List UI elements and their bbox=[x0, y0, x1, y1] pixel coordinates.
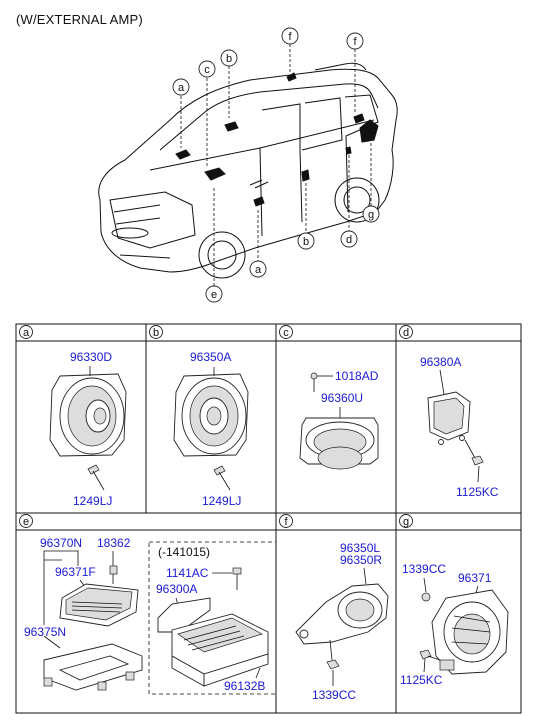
part-1249LJ-b: 1249LJ bbox=[202, 494, 241, 508]
panel-d-nut bbox=[464, 439, 484, 483]
diagram-title: (W/EXTERNAL AMP) bbox=[16, 12, 143, 27]
panel-c-speaker bbox=[299, 407, 379, 470]
callout-a-top: a bbox=[172, 78, 190, 96]
part-96350A: 96350A bbox=[190, 350, 231, 364]
callout-b-bottom: b bbox=[297, 232, 315, 250]
panel-a-screw bbox=[87, 464, 105, 491]
svg-text:b: b bbox=[153, 327, 159, 339]
svg-text:g: g bbox=[403, 516, 409, 528]
panel-e-leaders bbox=[43, 550, 114, 649]
vehicle-overview: a c b f f g d b a e bbox=[98, 27, 398, 303]
part-1125KC-g: 1125KC bbox=[400, 673, 443, 687]
svg-text:f: f bbox=[353, 36, 357, 48]
svg-text:e: e bbox=[23, 516, 29, 528]
panel-d-bracket bbox=[427, 369, 471, 445]
callout-g: g bbox=[362, 205, 380, 223]
part-96375N: 96375N bbox=[24, 625, 66, 639]
panel-c-screw bbox=[310, 372, 333, 392]
panel-e-amp bbox=[59, 583, 139, 627]
part-1339CC-f: 1339CC bbox=[312, 688, 356, 702]
part-96350R: 96350R bbox=[340, 553, 382, 567]
panel-a-header: a bbox=[19, 325, 33, 339]
svg-text:e: e bbox=[211, 289, 217, 301]
panel-e-amplifier-unit bbox=[157, 597, 269, 687]
svg-text:f: f bbox=[288, 31, 292, 43]
panel-f-speaker bbox=[295, 567, 389, 661]
panel-b-header: b bbox=[149, 325, 163, 339]
part-18362: 18362 bbox=[97, 536, 131, 550]
panel-b-speaker bbox=[173, 367, 249, 457]
panel-g-bolt bbox=[419, 649, 441, 673]
panel-g-woofer bbox=[431, 585, 509, 675]
part-96132B: 96132B bbox=[224, 679, 265, 693]
callout-a-bottom: a bbox=[249, 260, 267, 278]
panel-g-header: g bbox=[399, 514, 413, 528]
callout-c-top: c bbox=[198, 60, 216, 78]
callout-e: e bbox=[205, 285, 223, 303]
part-96360U: 96360U bbox=[321, 391, 363, 405]
panel-e-bracket bbox=[43, 643, 143, 691]
svg-text:b: b bbox=[303, 236, 309, 248]
panel-e-clip bbox=[109, 565, 118, 584]
panel-e-bolt bbox=[212, 567, 242, 590]
svg-text:f: f bbox=[284, 516, 288, 528]
subgroup-label: (-141015) bbox=[158, 545, 210, 559]
svg-text:a: a bbox=[23, 327, 30, 339]
vehicle-body bbox=[98, 62, 398, 279]
part-1339CC-g: 1339CC bbox=[402, 562, 446, 576]
svg-text:a: a bbox=[255, 264, 262, 276]
svg-text:b: b bbox=[226, 53, 232, 65]
panel-e-header: e bbox=[19, 514, 33, 528]
part-96330D: 96330D bbox=[70, 350, 112, 364]
panel-g-nut bbox=[421, 577, 431, 602]
part-1125KC-d: 1125KC bbox=[456, 485, 499, 499]
subgroup-box bbox=[148, 541, 277, 695]
panel-b-screw bbox=[213, 465, 231, 491]
svg-text:d: d bbox=[346, 234, 352, 246]
panel-c-header: c bbox=[279, 325, 293, 339]
callout-f-top: f bbox=[281, 27, 299, 45]
car-speaker-markers bbox=[175, 72, 379, 207]
svg-text:g: g bbox=[368, 209, 374, 221]
part-96371: 96371 bbox=[458, 571, 492, 585]
panel-grid bbox=[15, 323, 522, 714]
part-1249LJ-a: 1249LJ bbox=[73, 494, 112, 508]
callout-lines bbox=[180, 44, 372, 286]
callout-b-top: b bbox=[220, 49, 238, 67]
svg-text:d: d bbox=[403, 327, 409, 339]
panel-d-header: d bbox=[399, 325, 413, 339]
part-96350L: 96350L bbox=[340, 541, 380, 555]
svg-text:c: c bbox=[283, 327, 289, 339]
part-96371F: 96371F bbox=[55, 565, 96, 579]
part-1018AD: 1018AD bbox=[335, 369, 379, 383]
panel-a-speaker bbox=[49, 366, 127, 457]
panel-f-header: f bbox=[279, 514, 293, 528]
part-96370N: 96370N bbox=[40, 536, 82, 550]
part-96380A: 96380A bbox=[420, 355, 461, 369]
svg-text:c: c bbox=[204, 64, 210, 76]
panel-f-nut bbox=[326, 659, 340, 686]
part-1141AC: 1141AC bbox=[166, 566, 209, 580]
svg-text:a: a bbox=[178, 82, 185, 94]
callout-f-right: f bbox=[346, 32, 364, 50]
part-96300A: 96300A bbox=[156, 582, 197, 596]
callout-d: d bbox=[340, 230, 358, 248]
